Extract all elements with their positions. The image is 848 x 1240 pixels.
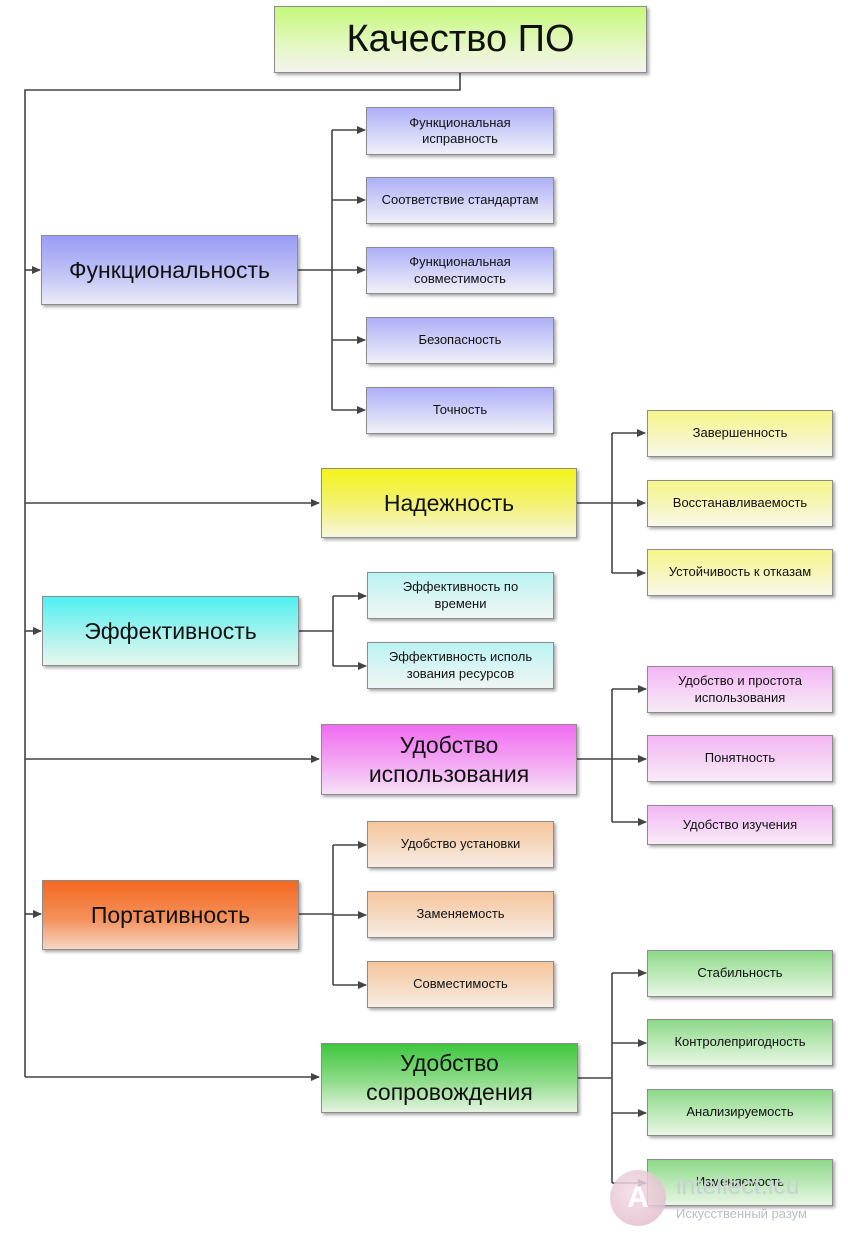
leaf-learnability: Удобство изучения bbox=[647, 805, 833, 845]
leaf-maturity: Завершенность bbox=[647, 410, 833, 457]
category-label: Удобство использования bbox=[368, 731, 530, 787]
leaf-stability: Стабильность bbox=[647, 950, 833, 997]
leaf-fault-tolerance: Устойчивость к отказам bbox=[647, 549, 833, 596]
leaf-security: Безопасность bbox=[366, 317, 554, 364]
leaf-installability: Удобство установки bbox=[367, 821, 554, 868]
leaf-label: Функциональная исправность bbox=[409, 114, 511, 146]
leaf-understandability: Понятность bbox=[647, 735, 833, 782]
category-label: Удобство сопровождения bbox=[366, 1050, 533, 1105]
category-label: Надежность bbox=[383, 489, 515, 516]
leaf-recoverability: Восстанавливаемость bbox=[647, 480, 833, 527]
maintainability-branch bbox=[578, 973, 613, 1183]
leaf-accuracy: Точность bbox=[366, 387, 554, 434]
watermark-title: intellect.icu bbox=[676, 1172, 800, 1200]
leaf-label: Восстанавливаемость bbox=[672, 495, 808, 511]
leaf-ease-of-use: Удобство и простота использования bbox=[647, 666, 833, 713]
leaf-label: Устойчивость к отказам bbox=[668, 564, 812, 580]
usability-branch bbox=[577, 689, 613, 822]
functionality-branch bbox=[298, 130, 333, 410]
leaf-label: Удобство установки bbox=[400, 836, 521, 852]
leaf-label: Заменяемость bbox=[416, 906, 505, 922]
leaf-time-efficiency: Эффективность по времени bbox=[367, 572, 554, 619]
leaf-label: Функциональная совместимость bbox=[409, 254, 511, 286]
leaf-label: Эффективность по времени bbox=[402, 579, 519, 611]
leaf-label: Эффективность исполь зования ресурсов bbox=[388, 649, 533, 681]
leaf-resource-efficiency: Эффективность исполь зования ресурсов bbox=[367, 642, 554, 689]
category-efficiency: Эффективность bbox=[42, 596, 299, 666]
reliability-branch bbox=[577, 433, 613, 573]
category-label: Функциональность bbox=[69, 256, 270, 283]
leaf-label: Совместимость bbox=[413, 976, 508, 992]
root-node: Качество ПО bbox=[274, 6, 647, 73]
category-label: Эффективность bbox=[84, 617, 257, 644]
category-functionality: Функциональность bbox=[41, 235, 298, 305]
category-usability: Удобство использования bbox=[321, 724, 577, 795]
leaf-label: Удобство и простота использования bbox=[677, 673, 803, 705]
leaf-standards-compliance: Соответствие стандартам bbox=[366, 177, 554, 224]
root-label: Качество ПО bbox=[346, 17, 575, 60]
watermark-logo-icon: A bbox=[610, 1170, 666, 1226]
leaf-label: Безопасность bbox=[418, 332, 502, 348]
leaf-label: Контролепригодность bbox=[674, 1034, 806, 1050]
leaf-analysability: Анализируемость bbox=[647, 1089, 833, 1136]
leaf-replaceability: Заменяемость bbox=[367, 891, 554, 938]
category-portability: Портативность bbox=[42, 880, 299, 950]
leaf-label: Изменяемость bbox=[695, 1174, 785, 1190]
category-reliability: Надежность bbox=[321, 468, 577, 538]
leaf-label: Понятность bbox=[704, 750, 776, 766]
trunk-line bbox=[24, 72, 461, 1077]
leaf-label: Стабильность bbox=[697, 965, 783, 981]
leaf-functional-correctness: Функциональная исправность bbox=[366, 107, 554, 155]
leaf-label: Соответствие стандартам bbox=[381, 192, 539, 208]
leaf-changeability: Изменяемость bbox=[647, 1159, 833, 1206]
leaf-label: Удобство изучения bbox=[682, 816, 798, 832]
watermark-subtitle: Искусственный разум bbox=[676, 1206, 807, 1221]
watermark: A intellect.icu Искусственный разум bbox=[610, 1170, 840, 1230]
leaf-label: Анализируемость bbox=[686, 1104, 794, 1120]
category-label: Портативность bbox=[90, 901, 251, 928]
leaf-compatibility: Совместимость bbox=[367, 961, 554, 1008]
efficiency-branch bbox=[299, 596, 334, 666]
portability-branch bbox=[299, 845, 334, 985]
leaf-interoperability: Функциональная совместимость bbox=[366, 247, 554, 294]
watermark-logo-letter: A bbox=[627, 1181, 649, 1214]
leaf-label: Завершенность bbox=[692, 425, 788, 441]
leaf-label: Точность bbox=[432, 402, 488, 418]
leaf-testability: Контролепригодность bbox=[647, 1019, 833, 1066]
category-maintainability: Удобство сопровождения bbox=[321, 1043, 578, 1113]
